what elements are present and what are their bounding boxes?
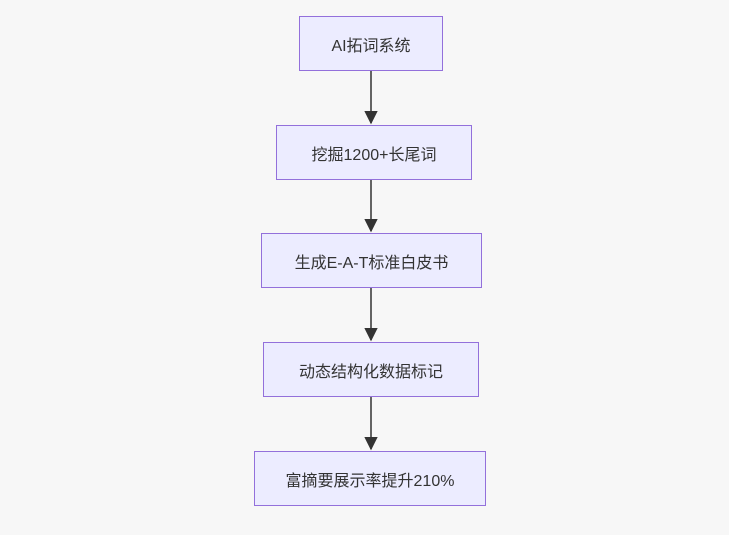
flowchart-node-longtail-mining: 挖掘1200+长尾词 — [276, 125, 472, 180]
flowchart-node-eat-whitepaper: 生成E-A-T标准白皮书 — [261, 233, 482, 288]
flowchart-node-ai-word-system: AI拓词系统 — [299, 16, 443, 71]
flowchart-node-structured-data: 动态结构化数据标记 — [263, 342, 479, 397]
flowchart-node-rich-snippet-result: 富摘要展示率提升210% — [254, 451, 486, 506]
